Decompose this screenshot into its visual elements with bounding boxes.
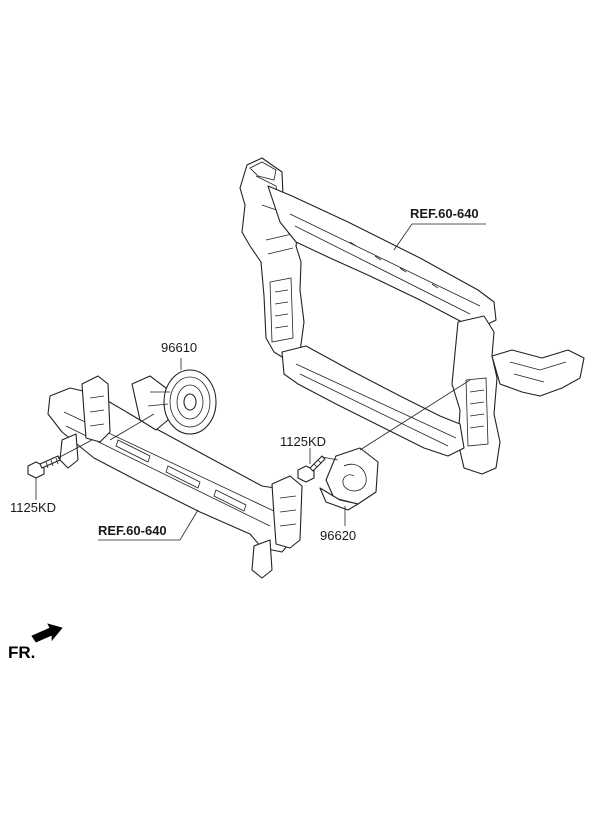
horn-low-mount-line: [359, 379, 471, 451]
ref-label-upper: REF.60-640: [410, 206, 479, 221]
bolt-left: [27, 455, 61, 479]
horn-low-part-number: 96620: [320, 528, 356, 543]
front-direction-arrow-icon: [31, 623, 63, 643]
ref-upper-leader: [393, 223, 486, 251]
horn-high-tone: [131, 369, 217, 435]
bolt-left-mount-line: [57, 439, 93, 459]
bumper-back-beam: [47, 375, 303, 579]
bolt-right-mount-line: [321, 456, 339, 461]
ref-label-lower: REF.60-640: [98, 523, 167, 538]
bolt-right-part-number: 1125KD: [280, 434, 326, 449]
horn-high-part-number: 96610: [161, 340, 197, 355]
bolt-left-part-number: 1125KD: [10, 500, 56, 515]
horn-high-mount-line: [109, 413, 155, 441]
front-direction-label: FR.: [8, 643, 35, 662]
horn-low-tone: [319, 447, 379, 511]
bolt-right: [297, 455, 326, 483]
ref-lower-leader: [98, 509, 199, 541]
radiator-support-carrier: [239, 157, 585, 475]
